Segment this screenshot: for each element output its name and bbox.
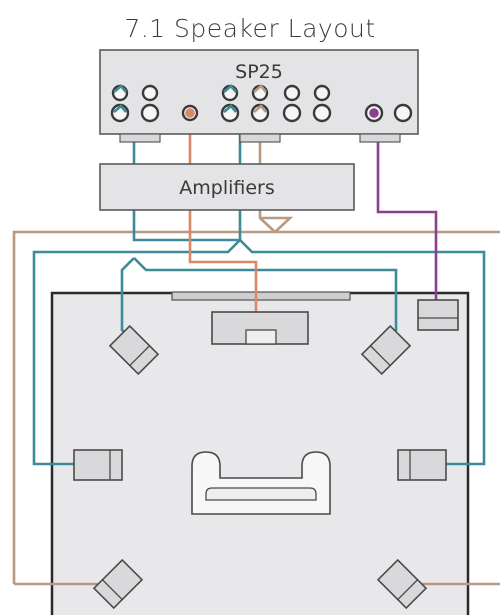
page-title: 7.1 Speaker Layout	[124, 14, 376, 43]
listening-couch	[191, 451, 331, 515]
center-speaker	[211, 311, 309, 345]
processor-label: SP25	[235, 61, 283, 83]
wire-center	[188, 118, 258, 312]
front-left-speaker	[108, 324, 160, 376]
wire-rear-surround	[12, 98, 500, 586]
processor-foot-left	[119, 133, 161, 143]
jack	[393, 103, 413, 123]
amplifiers-box	[99, 163, 355, 211]
screen-bar	[171, 291, 351, 301]
side-right-speaker	[397, 449, 447, 481]
processor-foot-right	[359, 133, 401, 143]
side-left-speaker	[73, 449, 123, 481]
jack-wire-entries	[113, 84, 379, 118]
jack	[283, 84, 301, 102]
jack	[140, 103, 160, 123]
subwoofer	[417, 299, 459, 331]
jack	[141, 84, 159, 102]
front-right-speaker	[360, 324, 412, 376]
amplifiers-label: Amplifiers	[179, 177, 275, 199]
rear-right-speaker	[376, 558, 428, 610]
jack	[282, 103, 302, 123]
wire-subwoofer	[376, 110, 438, 300]
jack	[312, 103, 332, 123]
processor-foot-mid	[239, 133, 281, 143]
rear-left-speaker	[92, 558, 144, 610]
jack	[313, 84, 331, 102]
